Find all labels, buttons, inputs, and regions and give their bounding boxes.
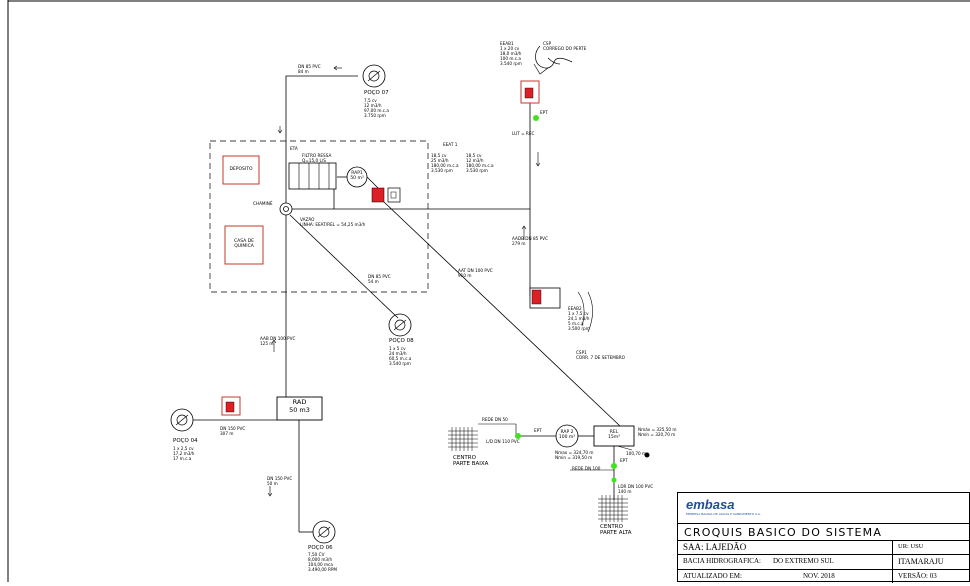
csp1-label: CSP1 CORR. 7 DE SETEMBRO — [576, 350, 625, 360]
title-block: embasa EMPRESA BAIANA DE ÁGUAS E SANEAME… — [677, 492, 970, 583]
rad-up-pipe-label: AAB DN 100 PVC 125 m — [260, 336, 296, 346]
p04-pipe-label: DN 150 PVC 307 m — [220, 426, 246, 436]
deposito-box — [222, 155, 260, 185]
rel-down-pipe-label: LDR DN 100 PVC 140 m — [618, 484, 654, 494]
zone-baixa-grid — [448, 427, 478, 451]
eeat1-pump-red — [371, 187, 385, 203]
eeab2-specs: EEAB2 1 x 7,5 cv 24,1 m3/h 5 m.c.a 3.500… — [568, 306, 590, 331]
versao-value: VERSÃO: 03 — [898, 572, 937, 580]
aadb-dn85-label: AADB DN 85 PVC 279 m — [512, 236, 548, 246]
atualizado-label: ATUALIZADO EM: — [683, 572, 742, 580]
well-p08-icon — [388, 313, 412, 337]
eeab1-pump — [524, 87, 534, 99]
eeat1-label: EEAT 1 — [443, 142, 458, 147]
rec-pipe-label: LUT = REC — [512, 131, 535, 136]
casa-quimica-box — [224, 225, 264, 265]
ept-left-label: EPT — [534, 428, 542, 433]
eeab1-label: EEAB1 1 x 20 cv 18,0 m3/h 100 m.c.a 3.54… — [500, 41, 522, 66]
p06-specs: 7,50 CV 8,000 m3/h 104,00 mca 3.490,00 R… — [308, 552, 338, 572]
eeab2-pump — [531, 289, 542, 305]
p07-pipe-label: DN 85 PVC 84 m — [298, 64, 321, 74]
bacia-value: DO EXTREMO SUL — [773, 557, 834, 565]
chamine-circle — [279, 202, 293, 216]
ept-top-label: EPT — [540, 110, 548, 115]
rede-dn100-label: REDE DN 100 — [572, 466, 601, 471]
p08-name: POÇO 08 — [389, 338, 414, 344]
rad-box — [276, 396, 323, 421]
main-diag-pipe-label: AAT DN 100 PVC 910 m — [458, 268, 493, 278]
deposito-label: DEPOSITO — [229, 167, 253, 172]
rel-levels: Nmáx = 325,50 m Nmín = 320,70 m — [638, 427, 677, 437]
rap2-levels: Nmax = 324,70 m Nmin = 319,50 m — [555, 450, 594, 460]
rap2-pipe-label: L/D DN 110 PVC — [486, 439, 520, 444]
well-p07-icon — [362, 64, 386, 88]
embasa-logo: embasa EMPRESA BAIANA DE ÁGUAS E SANEAME… — [686, 497, 761, 516]
p06-pipe-label: DN 150 PVC 50 m — [267, 476, 293, 486]
vazao-label: VAZÃO LINHA: EEAT/REL = 54,25 m3/h — [300, 217, 366, 227]
rap2-circle — [555, 424, 579, 448]
municipio-value: ITAMARAJU — [898, 557, 944, 566]
saa-label: SAA: LAJEDÃO — [683, 542, 747, 552]
bacia-label: BACIA HIDROGRAFICA: — [683, 557, 761, 565]
zone-alta-label: CENTRO PARTE ALTA — [600, 524, 632, 537]
ur-label: UR: USU — [898, 543, 924, 550]
p08-pipe-label: DN 85 PVC 54 m — [368, 274, 391, 284]
eta-label: ETA — [290, 146, 298, 151]
eeat1-col1: 18,5 cv 25 m3/h 180,00 m.c.a 3.530 rpm — [431, 153, 459, 173]
p06-name: POÇO 06 — [308, 545, 333, 551]
eta-area — [209, 140, 429, 293]
ept-point-top — [533, 115, 539, 121]
ept-bottom-label: EPT — [620, 458, 628, 463]
rel-small-label: 100,70 m — [626, 451, 647, 456]
rel-valve — [644, 452, 650, 458]
title-block-title: CROQUIS BASICO DO SISTEMA — [684, 526, 883, 539]
filter-box — [288, 162, 337, 190]
p04-specs: 1 x 2,5 cv 17,2 m3/h 17 m.c.a — [173, 446, 195, 461]
p04-name: POÇO 04 — [173, 438, 198, 444]
p07-name: POÇO 07 — [364, 90, 389, 96]
well-p04-icon — [170, 408, 194, 432]
csp-top-label: CSP CORREGO DO PERTE — [543, 41, 587, 51]
csp-stream — [535, 45, 573, 69]
eeat1-pump-spare — [387, 187, 401, 203]
well-p06-icon — [312, 520, 336, 544]
p08-specs: 1 x 5 cv 24 m3/h 60,5 m.c.a 3.540 rpm — [389, 346, 412, 366]
eeat1-col2: 18,5 cv 12 m3/h 180,00 m.c.a 3.530 rpm — [466, 153, 494, 173]
chamine-label: CHAMINÉ — [253, 201, 273, 206]
rel-box — [593, 425, 635, 447]
p04-pump — [225, 401, 235, 413]
atualizado-value: NOV. 2018 — [803, 572, 835, 580]
rede-dn50-label: REDE DN 50 — [482, 417, 508, 422]
p07-specs: 7,5 cv 12 m3/h 97,00 m.c.a 3.750 rpm — [364, 98, 389, 118]
zone-baixa-label: CENTRO PARTE BAIXA — [453, 455, 489, 468]
ept-point-bottom-2 — [611, 477, 617, 483]
zone-alta-grid — [598, 495, 628, 522]
ept-point-left — [515, 433, 521, 439]
ept-point-bottom — [611, 463, 617, 469]
filter-label: FILTRO RESSA Q=15,0 L/S — [302, 153, 332, 163]
csp1-stream — [577, 291, 593, 333]
